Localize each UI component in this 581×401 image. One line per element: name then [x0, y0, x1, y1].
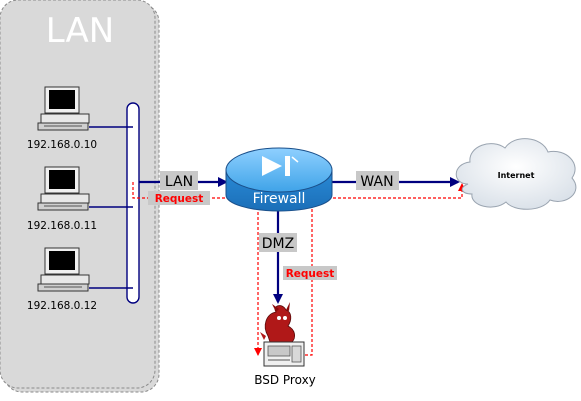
request-label-1: Request	[148, 191, 210, 205]
hub-bar	[126, 102, 140, 304]
bsd-daemon-icon	[260, 302, 296, 343]
computer-icon	[37, 247, 90, 292]
host-ip-label: 192.168.0.12	[27, 300, 97, 312]
internet-label: Internet	[498, 171, 535, 180]
server-icon	[263, 341, 305, 367]
edge-label-dmz: DMZ	[262, 236, 294, 252]
edge-label-wan: WAN	[360, 174, 393, 190]
bsd-proxy-node: BSD Proxy	[254, 302, 316, 387]
firewall-label: Firewall	[253, 191, 306, 207]
host-ip-label: 192.168.0.11	[27, 220, 97, 232]
lan-link: LAN	[139, 171, 228, 190]
svg-text:Request: Request	[155, 193, 204, 205]
firewall-node: Firewall	[225, 147, 333, 212]
dmz-link: DMZ	[259, 210, 297, 304]
svg-text:Request: Request	[286, 268, 335, 280]
host-ip-label: 192.168.0.10	[27, 139, 97, 151]
firewall-icon	[262, 156, 299, 176]
computer-icon	[37, 166, 90, 211]
host-computer-2: 192.168.0.11	[27, 166, 97, 232]
request-label-2: Request	[283, 266, 337, 280]
host-computer-3: 192.168.0.12	[27, 247, 97, 312]
host-links	[89, 126, 133, 289]
internet-cloud: Internet	[455, 138, 577, 210]
proxy-label: BSD Proxy	[254, 373, 316, 387]
edge-label-lan: LAN	[165, 174, 193, 190]
computer-icon	[37, 86, 90, 131]
lan-zone-label: LAN	[46, 11, 114, 51]
wan-link: WAN	[332, 171, 460, 190]
host-computer-1: 192.168.0.10	[27, 86, 97, 151]
